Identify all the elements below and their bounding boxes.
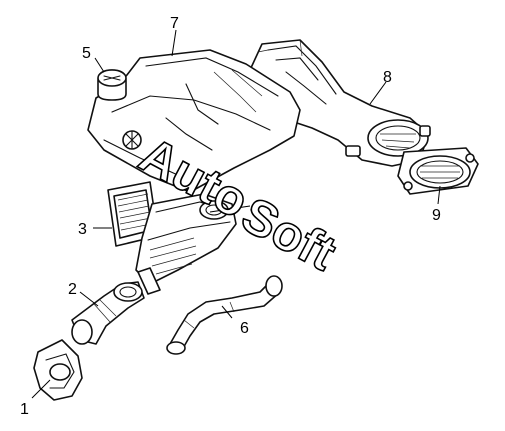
callout-9: 9: [432, 207, 441, 224]
callout-6: 6: [240, 320, 249, 337]
callout-1: 1: [20, 401, 29, 418]
callout-8: 8: [383, 69, 392, 86]
part-9-flange: [397, 147, 479, 195]
part-4-filter-housing: [135, 193, 237, 295]
callout-5: 5: [82, 45, 91, 62]
callout-labels: 1 2 3 4 5 6 7 8 9: [20, 15, 441, 418]
part-2-intake-hose: [71, 281, 145, 345]
callout-2: 2: [68, 281, 77, 298]
part-7-engine-cover: [87, 49, 301, 193]
callout-3: 3: [78, 221, 87, 238]
callout-4: 4: [250, 200, 259, 217]
leader-lines: [31, 29, 441, 399]
part-5-filler-cap: [97, 69, 127, 101]
callout-7: 7: [170, 15, 179, 32]
part-8-intake-duct: [249, 39, 431, 167]
part-6-pipe: [166, 275, 283, 355]
part-1-intake-snorkel: [33, 339, 83, 401]
